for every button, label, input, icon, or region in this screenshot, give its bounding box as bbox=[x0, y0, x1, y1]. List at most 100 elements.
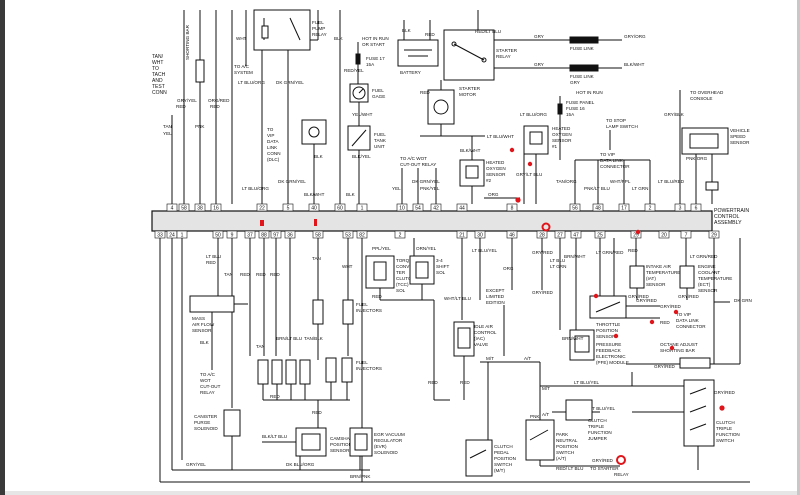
pfe-label-4: (PFE) MODULE bbox=[596, 360, 629, 365]
red-ring-1 bbox=[541, 222, 551, 232]
iat-label-2: TEMPERATURE bbox=[646, 270, 680, 275]
fuel-gage-group: BLK HOT IN RUN OR START FUSE 17 15A RED/… bbox=[304, 10, 389, 204]
org-label: ORG bbox=[488, 192, 499, 197]
red-dot-9 bbox=[635, 229, 641, 235]
red-dot-8 bbox=[669, 345, 675, 351]
tan-label: TAN bbox=[163, 124, 172, 129]
pcm-bottom-pin-label-19: 25 bbox=[597, 233, 603, 239]
pcm-top-pin-label-14: 56 bbox=[572, 206, 578, 212]
pcm-bottom-pin-label-21: 20 bbox=[661, 233, 667, 239]
fuel-gage-1: FUEL bbox=[372, 88, 384, 93]
dlc-connector bbox=[301, 119, 327, 145]
pcm-top-pin-label-0: 4 bbox=[171, 206, 174, 212]
starter-motor-2: MOTOR bbox=[459, 92, 477, 97]
to-tach-label-4: TACH bbox=[152, 72, 166, 78]
iat-sensor bbox=[629, 265, 645, 289]
gry-lt-blu-label: GRY/LT BLU bbox=[516, 172, 542, 177]
hot-run-start-1: HOT IN RUN bbox=[362, 36, 389, 41]
dk-blu-org-label: DK BLU/ORG bbox=[286, 462, 315, 467]
blk-wht-label-2: BLK/WHT bbox=[460, 148, 481, 153]
to-starter-relay-2: RELAY bbox=[614, 472, 629, 477]
heated-o2-2-label-4: #2 bbox=[486, 178, 492, 183]
starter-motor-1: STARTER bbox=[459, 86, 481, 91]
dk-grn-yel-label: DK GRN/YEL bbox=[276, 80, 304, 85]
shift-sol-label-1: 3-4 bbox=[436, 258, 443, 263]
window-bezel-left bbox=[0, 0, 5, 495]
brn-pnk-label: BRN/PNK bbox=[350, 474, 371, 479]
shorting-bar-label: SHORTING BAR bbox=[185, 24, 190, 60]
pcm-bottom-pin-label-5: 37 bbox=[247, 233, 253, 239]
mt-label-2: M/T bbox=[542, 386, 550, 391]
mass-air-flow-sensor bbox=[189, 295, 235, 313]
red-dot-3 bbox=[527, 161, 533, 167]
pcm-top-pin-box-13 bbox=[506, 203, 518, 212]
clutch-triple-label-3: FUNCTION bbox=[716, 432, 740, 437]
blk-org-label: BLK/WHT bbox=[624, 62, 645, 67]
red-label-b: RED bbox=[210, 104, 220, 109]
pcm-top-pin-label-6: 40 bbox=[311, 206, 317, 212]
to-vip-dlc-r-3: CONNECTOR bbox=[676, 324, 706, 329]
gry-label-a: GRY bbox=[534, 34, 544, 39]
camshaft-label-2: POSITION bbox=[330, 442, 352, 447]
clutch-triple-label-1: CLUTCH bbox=[716, 420, 735, 425]
org-label-2: ORG bbox=[503, 266, 514, 271]
blk-label-b: BLK bbox=[314, 154, 324, 159]
gry-red-label-3: GRY/RED bbox=[636, 298, 658, 303]
to-ac-wot-left-1: TO A/C bbox=[200, 372, 216, 377]
red-dot-6 bbox=[613, 333, 619, 339]
pcm-bottom-pin-label-11: 82 bbox=[359, 233, 365, 239]
gry-yel-bottom: GRY/YEL bbox=[186, 462, 206, 467]
clutch-jumper-label-2: TRIPLE bbox=[588, 424, 604, 429]
gry-red-label-7: GRY/RED bbox=[654, 364, 676, 369]
window-bezel-right bbox=[797, 0, 800, 495]
injector-3 bbox=[285, 359, 297, 385]
pcm-label-3: ASSEMBLY bbox=[714, 220, 742, 226]
pcm-top-pin-label-10: 54 bbox=[415, 206, 421, 212]
red-mark-2 bbox=[314, 219, 317, 226]
clutch-jumper-label-3: FUNCTION bbox=[588, 430, 612, 435]
to-vip-dlc-3: DATA bbox=[267, 139, 280, 144]
canister-purge-solenoid bbox=[223, 409, 241, 437]
fuel-injectors-1-2: INJECTORS bbox=[356, 308, 382, 313]
red-lt-blu-label-2: RED/ LT BLU bbox=[556, 466, 583, 471]
except-limited-2: LIMITED bbox=[486, 294, 505, 299]
ect-label-2: COOLANT bbox=[698, 270, 720, 275]
to-ac-wot-left-2: WOT bbox=[200, 378, 211, 383]
red-label-g: RED bbox=[256, 272, 266, 277]
tcc-label-3: TER bbox=[396, 270, 406, 275]
canister-label-3: SOLENOID bbox=[194, 426, 218, 431]
fuel-injectors-2-2: INJECTORS bbox=[356, 366, 382, 371]
wht-label-b: WHT bbox=[342, 264, 353, 269]
to-vip-dlc-1: TO bbox=[267, 127, 274, 132]
fuel-pump-relay-group: WHT TO A/C SYSTEM FUEL PUMP RELAY LT BLU… bbox=[234, 9, 327, 204]
pcm-bottom-pin-label-2: 1 bbox=[181, 233, 184, 239]
battery bbox=[397, 39, 439, 67]
ppl-yel-label: PPL/YEL bbox=[372, 246, 391, 251]
fuse-link-bottom bbox=[569, 64, 599, 72]
red-yel-label: RED/YEL bbox=[344, 68, 364, 73]
injector-5 bbox=[312, 299, 324, 325]
fuel-pump-relay-2: PUMP bbox=[312, 26, 325, 31]
vss-label-3: SENSOR bbox=[730, 140, 750, 145]
octane-shorting-bar bbox=[679, 357, 711, 369]
to-ac-wot-2: CUT-OUT RELAY bbox=[400, 162, 436, 167]
lt-blu-yel-label: LT BLU/YEL bbox=[472, 248, 498, 253]
blk-yel-label: BLK/YEL bbox=[352, 154, 371, 159]
lt-blu-yel-label-2: LT BLU/YEL bbox=[574, 380, 600, 385]
red-label-h: RED bbox=[270, 272, 280, 277]
gry-red-label-9: GRY/RED bbox=[714, 390, 736, 395]
fuel-gage-2: GAGE bbox=[372, 94, 385, 99]
ect-sensor bbox=[679, 265, 695, 289]
clutch-jumper-label-1: CLUTCH bbox=[588, 418, 607, 423]
gry-blk-label: GRY/BLK bbox=[664, 112, 685, 117]
iat-label-1: INTAKE AIR bbox=[646, 264, 672, 269]
fuse-link-bottom-gry: GRY bbox=[570, 80, 580, 85]
pcm-top-pin-label-3: 16 bbox=[213, 206, 219, 212]
shorting-bar-top bbox=[195, 59, 205, 83]
tach-group: TAN/ WHT TO TACH AND TEST CONN TAN YEL S… bbox=[152, 10, 233, 204]
iat-label-3: (IAT) bbox=[646, 276, 656, 281]
vss-label-1: VEHICLE bbox=[730, 128, 750, 133]
pcm-top-pin-label-18: 3 bbox=[679, 206, 682, 212]
